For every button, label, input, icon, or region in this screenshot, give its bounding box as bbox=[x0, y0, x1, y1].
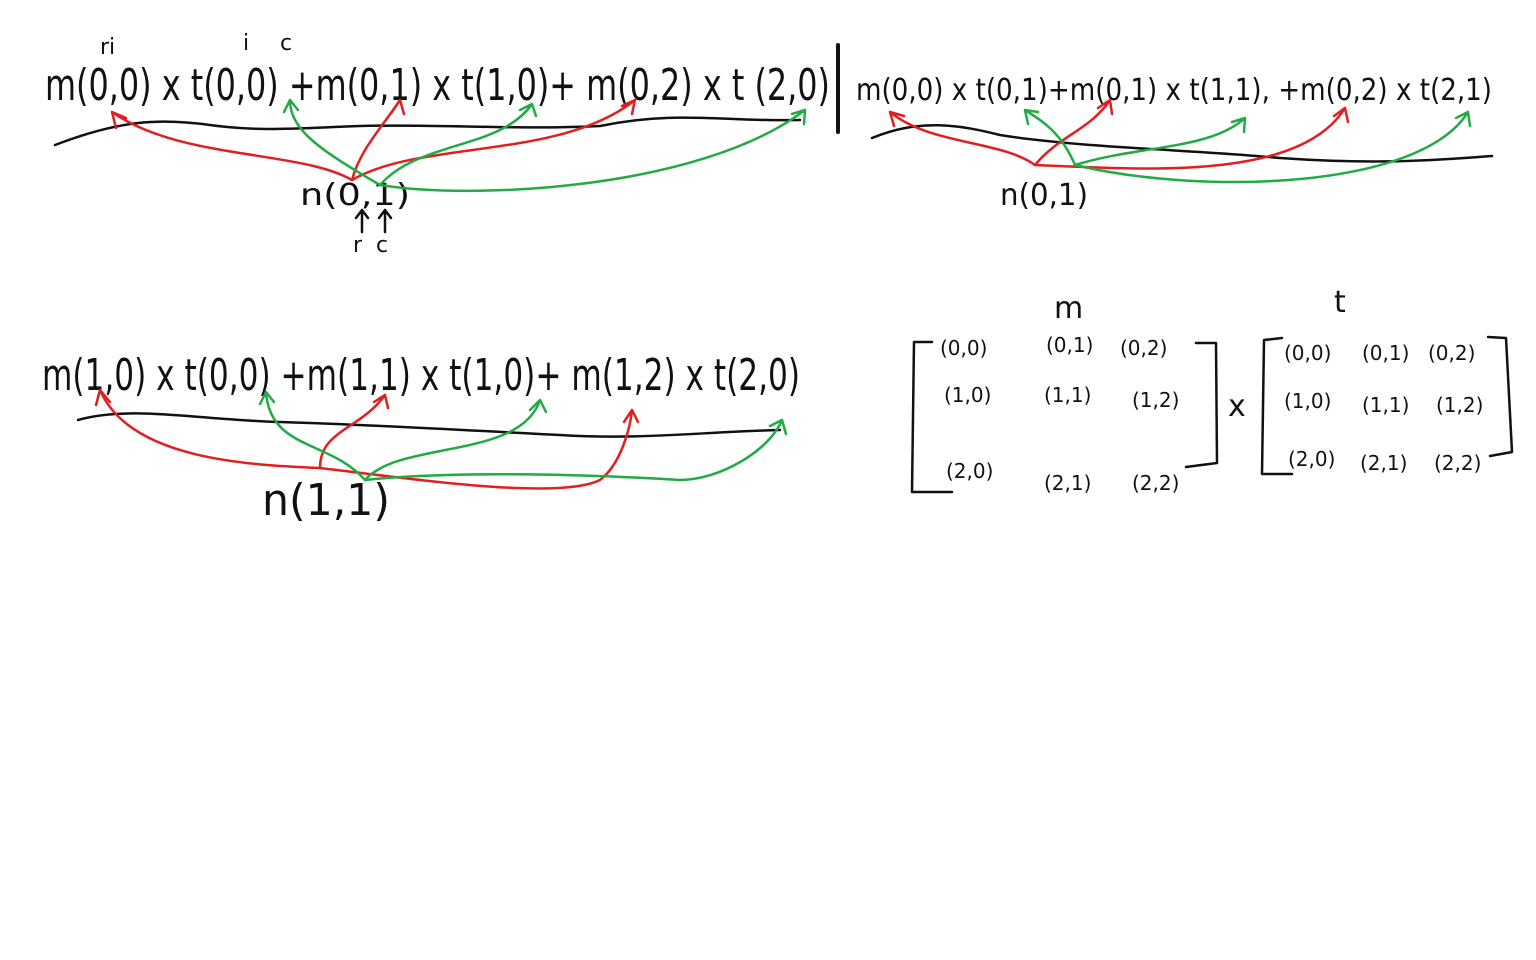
m-cell-1-2: (1,2) bbox=[1132, 388, 1179, 412]
tr-green-arrow-t11 bbox=[1073, 116, 1247, 167]
bottom-left-expression: m(1,0) x t(0,0) +m(1,1) x t(1,0)+ m(1,2)… bbox=[42, 350, 800, 401]
bl-green-arrow-t10 bbox=[363, 398, 548, 482]
t-cell-2-2: (2,2) bbox=[1434, 451, 1481, 475]
m-cell-0-1: (0,1) bbox=[1046, 333, 1093, 357]
label-c: c bbox=[280, 31, 292, 56]
bottom-left-group: m(1,0) x t(0,0) +m(1,1) x t(1,0)+ m(1,2)… bbox=[42, 350, 800, 526]
bl-green-arrow-t00 bbox=[258, 390, 367, 482]
green-arrow-t10 bbox=[378, 102, 538, 187]
m-cell-0-0: (0,0) bbox=[940, 336, 987, 360]
bl-red-arrow-m10 bbox=[94, 388, 322, 470]
m-cell-0-2: (0,2) bbox=[1120, 336, 1167, 360]
t-cell-1-2: (1,2) bbox=[1436, 393, 1483, 417]
red-arrow-m02 bbox=[350, 98, 637, 182]
times-sign: x bbox=[1228, 389, 1246, 424]
green-arrow-t20 bbox=[378, 108, 807, 193]
bottom-left-wave bbox=[76, 412, 782, 438]
matrix-t: t (0,0) (0,1) (0,2) (1,0) (1,1) (1,2) (2… bbox=[1260, 285, 1514, 476]
sub-r: r bbox=[353, 233, 363, 258]
bottom-left-target: n(1,1) bbox=[262, 475, 390, 526]
label-i: i bbox=[243, 31, 249, 56]
t-cell-0-1: (0,1) bbox=[1362, 341, 1409, 365]
matrix-m-left-bracket bbox=[910, 340, 954, 494]
top-right-wave bbox=[870, 124, 1494, 163]
t-cell-0-2: (0,2) bbox=[1428, 341, 1475, 365]
tr-red-arrow-m00 bbox=[888, 110, 1037, 167]
red-arrow-m00 bbox=[110, 110, 354, 182]
bl-green-arrow-t20 bbox=[363, 418, 788, 482]
matrix-m-right-bracket bbox=[1184, 341, 1219, 469]
tr-green-arrow-t01 bbox=[1023, 108, 1077, 167]
top-left-expression: m(0,0) x t(0,0) +m(0,1) x t(1,0)+ m(0,2)… bbox=[45, 60, 830, 111]
m-cell-1-1: (1,1) bbox=[1044, 383, 1091, 407]
m-cell-2-1: (2,1) bbox=[1044, 471, 1091, 495]
m-cell-2-2: (2,2) bbox=[1132, 471, 1179, 495]
t-cell-2-0: (2,0) bbox=[1288, 447, 1335, 471]
c-marker-arrow bbox=[377, 208, 393, 234]
sub-c: c bbox=[376, 233, 388, 258]
t-cell-0-0: (0,0) bbox=[1284, 341, 1331, 365]
matrix-m-label: m bbox=[1054, 291, 1083, 326]
r-marker-arrow bbox=[354, 208, 370, 234]
top-left-group: ri i c m(0,0) x t(0,0) +m(0,1) x t(1,0)+… bbox=[45, 31, 830, 258]
tr-red-arrow-m01 bbox=[1033, 98, 1114, 167]
top-right-expression: m(0,0) x t(0,1)+m(0,1) x t(1,1), +m(0,2)… bbox=[856, 73, 1492, 108]
label-ri: ri bbox=[100, 35, 115, 60]
m-cell-2-0: (2,0) bbox=[946, 459, 993, 483]
tr-green-arrow-t21 bbox=[1073, 110, 1472, 184]
t-cell-1-0: (1,0) bbox=[1284, 389, 1331, 413]
t-cell-2-1: (2,1) bbox=[1360, 451, 1407, 475]
top-left-target: n(0,1) bbox=[300, 178, 410, 213]
matrix-t-right-bracket bbox=[1486, 335, 1514, 458]
green-arrow-t00 bbox=[282, 98, 382, 187]
top-right-target: n(0,1) bbox=[1000, 178, 1088, 213]
top-left-wave bbox=[53, 116, 802, 147]
m-cell-1-0: (1,0) bbox=[944, 383, 991, 407]
top-right-group: m(0,0) x t(0,1)+m(0,1) x t(1,1), +m(0,2)… bbox=[856, 73, 1494, 213]
t-cell-1-1: (1,1) bbox=[1362, 393, 1409, 417]
bl-red-arrow-m11 bbox=[318, 393, 390, 470]
matrix-t-label: t bbox=[1334, 285, 1346, 320]
matrix-m: m (0,0) (0,1) (0,2) (1,0) (1,1) (1,2) (2… bbox=[910, 291, 1219, 495]
matrix-t-left-bracket bbox=[1260, 336, 1294, 476]
